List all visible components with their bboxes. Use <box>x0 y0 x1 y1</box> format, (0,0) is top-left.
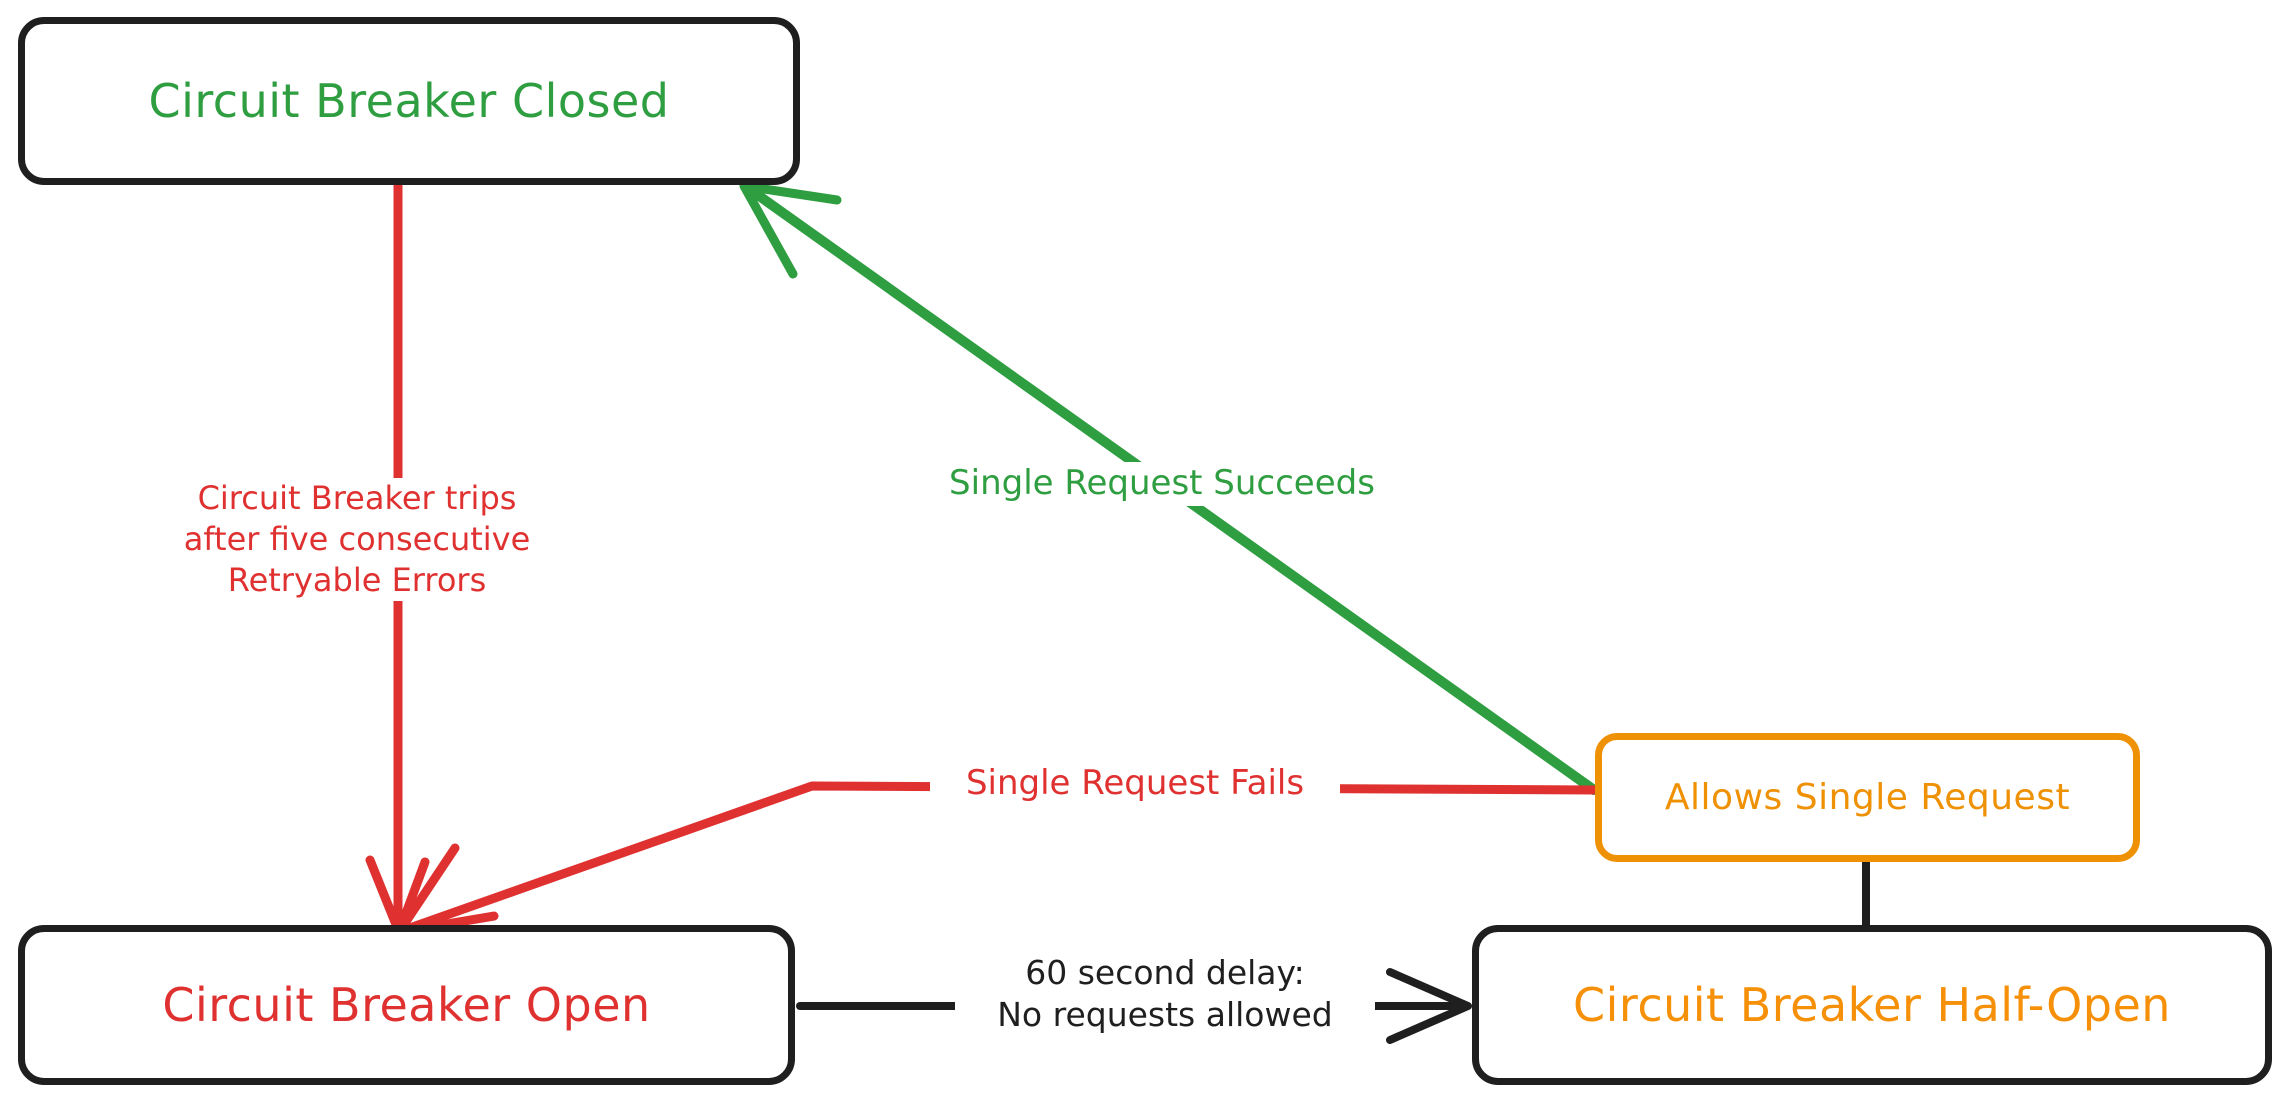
edge-label-trips-line-2: after five consecutive <box>183 519 531 558</box>
node-circuit-breaker-closed-label: Circuit Breaker Closed <box>148 74 670 128</box>
node-circuit-breaker-open-label: Circuit Breaker Open <box>162 978 651 1032</box>
edge-label-fails: Single Request Fails <box>930 762 1340 806</box>
node-circuit-breaker-half-open-label: Circuit Breaker Half-Open <box>1573 978 2171 1032</box>
node-circuit-breaker-closed[interactable]: Circuit Breaker Closed <box>18 17 800 185</box>
edge-label-fails-line-1: Single Request Fails <box>965 763 1305 803</box>
edge-fails <box>394 781 1599 937</box>
edge-label-trips-line-1: Circuit Breaker trips <box>197 479 517 517</box>
edge-label-trips: Circuit Breaker trips after five consecu… <box>152 478 562 601</box>
edge-label-succeeds-line-1: Single Request Succeeds <box>949 463 1375 503</box>
node-allows-single-request[interactable]: Allows Single Request <box>1595 733 2140 862</box>
edge-label-delay-line-1: 60 second delay: <box>1025 953 1305 992</box>
node-circuit-breaker-open[interactable]: Circuit Breaker Open <box>18 925 795 1085</box>
edge-label-succeeds: Single Request Succeeds <box>912 462 1412 506</box>
node-allows-single-request-label: Allows Single Request <box>1664 777 2071 818</box>
edge-label-delay-line-2: No requests allowed <box>997 995 1333 1035</box>
node-circuit-breaker-half-open[interactable]: Circuit Breaker Half-Open <box>1472 925 2272 1085</box>
edge-label-delay: 60 second delay: No requests allowed <box>955 952 1375 1037</box>
edge-label-trips-line-3: Retryable Errors <box>227 560 487 599</box>
